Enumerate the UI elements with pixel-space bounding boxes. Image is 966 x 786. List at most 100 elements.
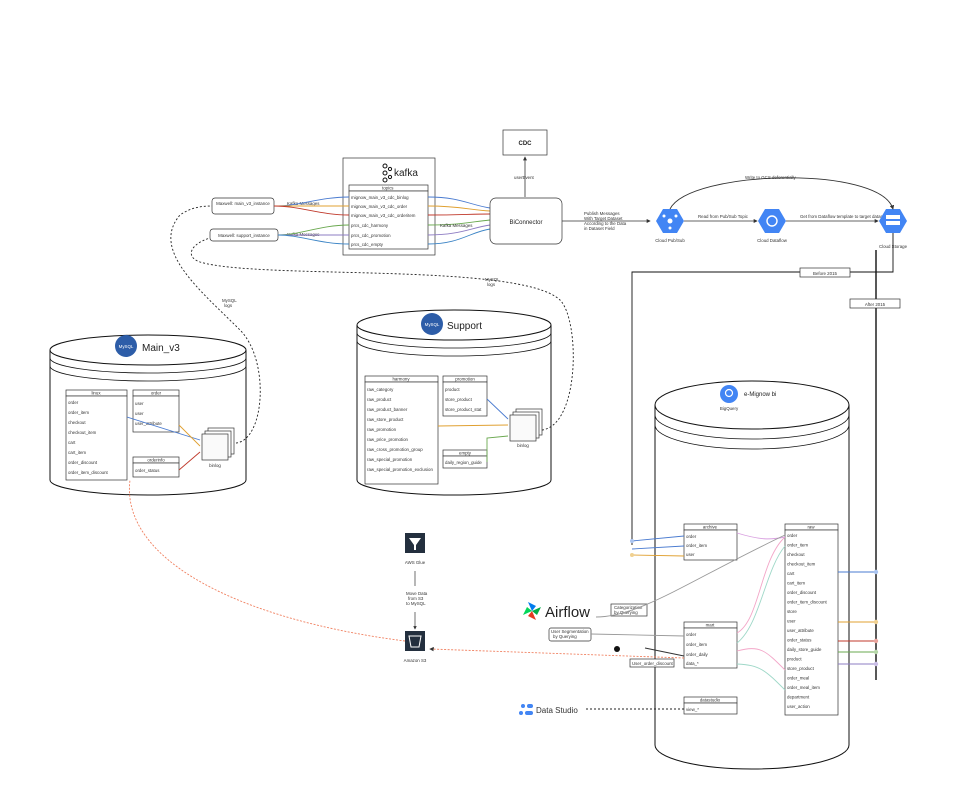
table-row: department [787, 695, 810, 700]
kafka-icon [382, 163, 393, 183]
table-row: order [787, 533, 798, 538]
table-header: order [151, 391, 162, 396]
table-header: archive [703, 525, 718, 530]
maxwell-main-label: Maxwell: main_v3_instance [216, 201, 270, 206]
support-table-empty: empty daily_region_guide [442, 449, 488, 469]
topic-item: prcs_cdc_promotion [351, 233, 391, 238]
topic-item: prcs_cdc_empty [351, 242, 384, 247]
cdc-box [502, 129, 548, 156]
dataflow-note: Get from Dataflow template to target dat… [800, 214, 889, 219]
table-header: promotion [455, 377, 475, 382]
support-binlog-icon [509, 408, 543, 442]
table-row: store [787, 609, 797, 614]
table-row: order_daily [686, 652, 709, 657]
kafka-cluster: kafka topics mignow_main_v3_cdc_binlog m… [342, 157, 436, 256]
after-2015-box [849, 298, 901, 309]
bigquery-subtitle: BigQuery [720, 406, 739, 411]
mysql-badge-label: MySQL [425, 322, 440, 327]
airflow-label: Airflow [545, 604, 590, 621]
support-title: Support [447, 321, 482, 332]
table-row: order_item_discount [68, 470, 109, 475]
bigquery-icon [720, 385, 738, 403]
archive-flow [631, 554, 685, 557]
mysql-logs-support-path [190, 237, 574, 431]
table-row: user [135, 411, 144, 416]
pubsub-to-storage-arc [669, 177, 895, 210]
topic-item: mignow_main_v3_cdc_order [351, 204, 408, 209]
topic-item: mignow_main_v3_cdc_binlog [351, 195, 409, 200]
table-row: user_action [787, 704, 810, 709]
table-row: order_item [787, 543, 808, 548]
table-row: raw_special_promotion [367, 457, 413, 462]
bq-table-datastudio: datastudio view_* [683, 696, 738, 715]
table-row: cart_item [787, 581, 805, 586]
before-2015-box [799, 267, 851, 278]
topics-header: topics [382, 186, 394, 191]
table-row: cart [68, 440, 76, 445]
binlog-flow [437, 424, 509, 427]
table-row: store_product_stat [445, 407, 482, 412]
s3-to-main-flow [129, 479, 406, 642]
table-row: raw_promotion [367, 427, 397, 432]
table-row: cart_item [68, 450, 86, 455]
table-row: order_item_discount [787, 600, 828, 605]
mysql-badge-label: MySQL [119, 344, 134, 349]
airflow-logo-icon [523, 602, 541, 620]
kafka-logo-label: kafka [394, 168, 418, 179]
table-row: product [445, 387, 460, 392]
amazon-s3-label: Amazon S3 [404, 658, 427, 663]
kafka-to-biconnector-lines [427, 196, 491, 245]
bq-table-mart: mart order order_item order_daily data_* [683, 621, 738, 669]
table-row: raw_cross_promotion_group [367, 447, 423, 452]
table-row: order [686, 534, 697, 539]
support-table-promotion: promotion product store_product store_pr… [442, 375, 488, 417]
connector-dot [630, 553, 634, 557]
table-row: order_item [68, 410, 89, 415]
kafka-messages-label: Kafka Messages [287, 201, 320, 206]
binlog-label: binlog [517, 443, 529, 448]
raw-to-mart-flows [736, 532, 786, 691]
table-header: datastudio [700, 698, 721, 703]
table-row: raw_product [367, 397, 392, 402]
archive-flow [631, 535, 685, 542]
table-header: orderinfo [147, 458, 165, 463]
topic-item: mignow_main_v3_cdc_orderitem [351, 213, 416, 218]
table-row: order_discount [68, 460, 98, 465]
table-header: harmony [392, 377, 410, 382]
table-row: user [686, 552, 695, 557]
table-row: raw_store_product [367, 417, 404, 422]
table-row: checkout [68, 420, 86, 425]
magnifier-icon [724, 388, 734, 398]
table-row: user [135, 401, 144, 406]
cloud-storage-icon [879, 209, 907, 233]
airflow-flow [644, 647, 685, 657]
table-row: order_meal [787, 676, 809, 681]
after-2015-raw-flows [838, 569, 879, 667]
airflow-note-box [610, 603, 648, 617]
table-row: checkout_item [68, 430, 97, 435]
biconnector-label: BiConnector [509, 220, 542, 226]
main-v3-table-linux: linux order order_item checkout checkout… [65, 389, 128, 481]
binlog-flow [486, 435, 509, 462]
table-row: daily_region_guide [445, 460, 482, 465]
topic-item: prcs_cdc_harmony [351, 223, 389, 228]
table-row: order_meal_item [787, 685, 820, 690]
table-row: checkout_item [787, 562, 816, 567]
binlog-label: binlog [209, 463, 221, 468]
table-row: raw_category [367, 387, 394, 392]
airflow-note-box [548, 627, 592, 642]
maxwell-to-kafka-lines [273, 196, 350, 245]
support-table-harmony: harmony raw_category raw_product raw_pro… [364, 375, 439, 485]
table-header: linux [91, 391, 101, 396]
cloud-pubsub-icon [656, 209, 684, 233]
maxwell-support-label: Maxwell: support_instance [218, 233, 270, 238]
mysql-logs-main-path [170, 205, 261, 444]
aws-glue-label: AWS Glue [405, 560, 426, 565]
main-v3-title: Main_v3 [142, 343, 180, 354]
